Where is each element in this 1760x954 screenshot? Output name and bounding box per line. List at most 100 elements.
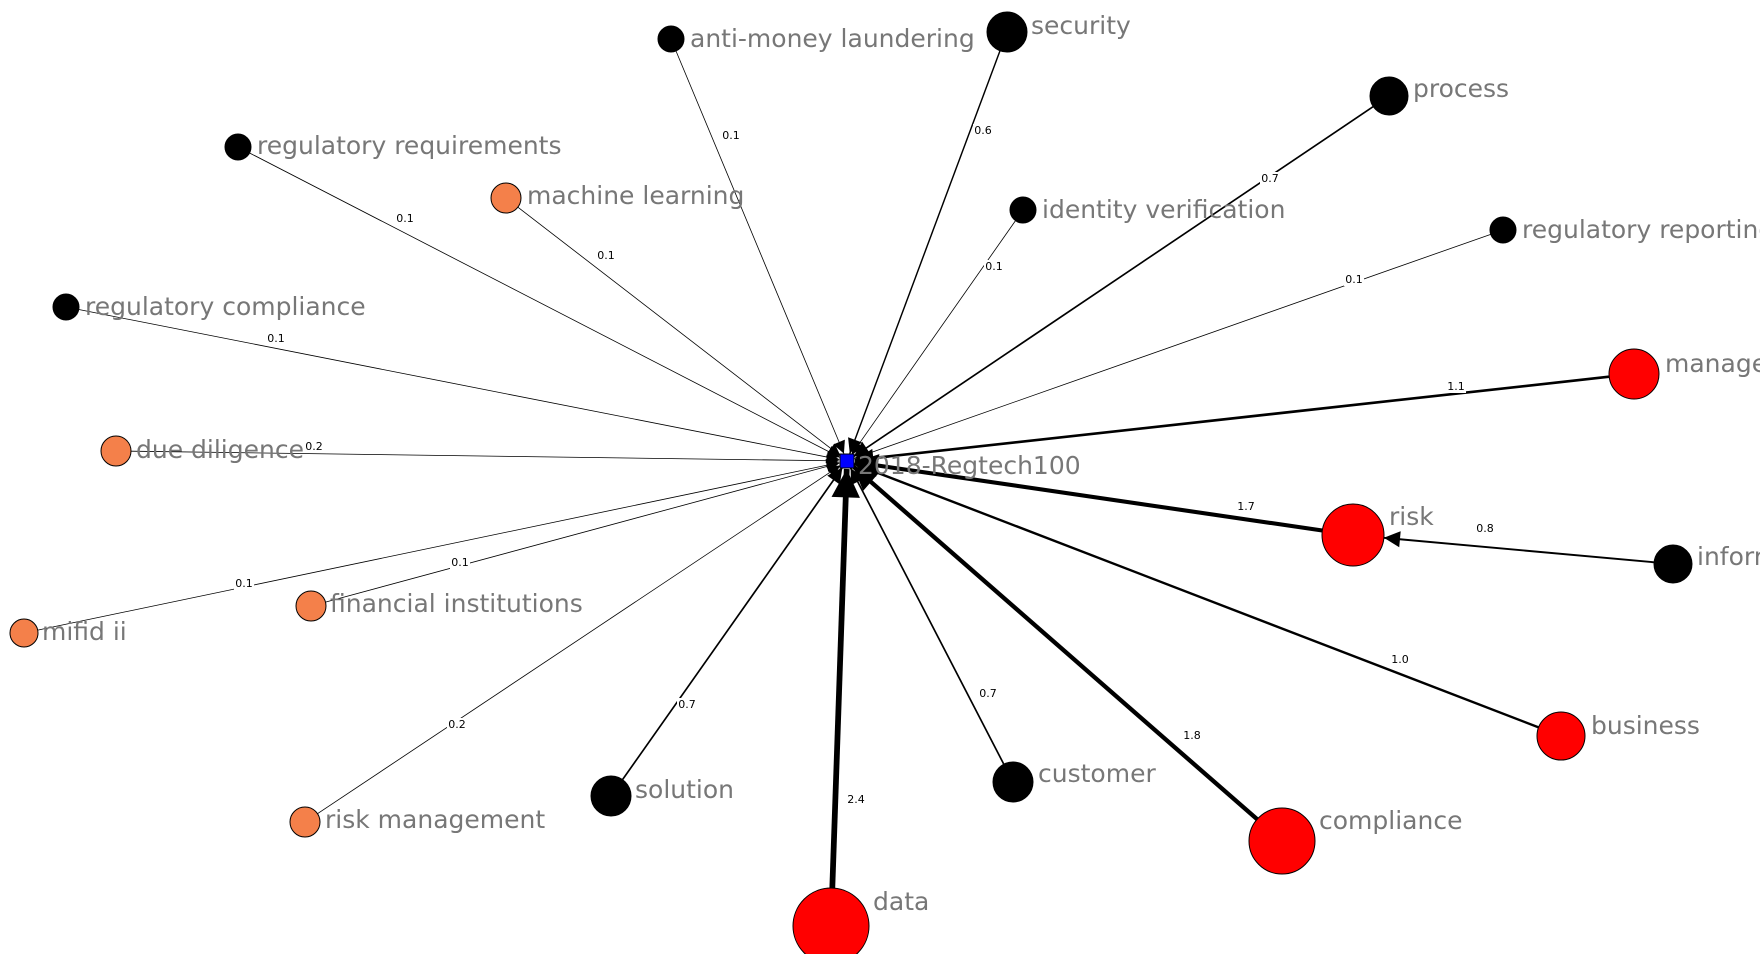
edge-weight-bg: [1182, 729, 1202, 742]
node-process[interactable]: process: [1369, 74, 1509, 116]
edge-weight-bg: [984, 260, 1004, 273]
node-circle-information[interactable]: [1653, 544, 1693, 584]
node-identity-verification[interactable]: identity verification: [1009, 195, 1285, 224]
node-circle-customer[interactable]: [992, 761, 1034, 803]
node-regulatory-compliance[interactable]: regulatory compliance: [52, 292, 366, 321]
node-circle-regulatory-compliance[interactable]: [52, 293, 80, 321]
node-circle-mifid-ii[interactable]: [9, 618, 39, 648]
node-circle-anti-money-laundering[interactable]: [657, 25, 685, 53]
edge-weight-bg: [395, 212, 415, 225]
edge-weight-label: 0.6: [974, 124, 992, 137]
edge-weight-label: 0.1: [267, 332, 285, 345]
node-compliance[interactable]: compliance: [1248, 806, 1462, 875]
node-anti-money-laundering[interactable]: anti-money laundering: [657, 24, 975, 53]
edge-weight-bg: [234, 577, 254, 590]
arrowhead-anti-money-laundering-to-hub: [833, 439, 845, 454]
node-label-due-diligence: due diligence: [136, 435, 304, 464]
node-risk-management[interactable]: risk management: [289, 805, 545, 838]
node-circle-due-diligence[interactable]: [100, 435, 132, 467]
node-regulatory-reporting[interactable]: regulatory reporting: [1489, 215, 1760, 244]
edge-weight-bg: [1344, 273, 1364, 286]
node-circle-risk-management[interactable]: [289, 806, 321, 838]
node-risk[interactable]: risk: [1321, 502, 1434, 567]
edges-layer: [37, 50, 1655, 889]
node-label-identity-verification: identity verification: [1042, 195, 1285, 224]
node-label-regulatory-compliance: regulatory compliance: [85, 292, 366, 321]
edge-weight-bg: [447, 718, 467, 731]
node-circle-machine-learning[interactable]: [490, 182, 522, 214]
node-label-regulatory-reporting: regulatory reporting: [1522, 215, 1760, 244]
edge-weight-label: 1.8: [1183, 729, 1201, 742]
node-label-risk: risk: [1389, 502, 1434, 531]
arrowhead-risk-management-to-hub: [826, 465, 841, 478]
node-circle-data[interactable]: [792, 887, 870, 954]
node-label-business: business: [1591, 711, 1700, 740]
node-label-solution: solution: [635, 775, 734, 804]
edge-weight-bg: [846, 793, 866, 806]
edge-information-to-risk: [1383, 536, 1655, 564]
node-label-information: inforr: [1697, 542, 1760, 571]
edge-weight-bg: [1260, 172, 1280, 185]
hub-node[interactable]: [839, 453, 855, 469]
edge-weight-label: 1.7: [1237, 500, 1255, 513]
node-circle-regulatory-reporting[interactable]: [1489, 216, 1517, 244]
node-information[interactable]: inforr: [1653, 542, 1760, 584]
node-circle-security[interactable]: [986, 11, 1028, 53]
node-management[interactable]: manage: [1608, 348, 1760, 400]
edge-process-to-hub: [853, 105, 1374, 458]
edge-mifid-ii-to-hub: [37, 462, 840, 631]
node-data[interactable]: data: [792, 887, 929, 954]
node-label-compliance: compliance: [1319, 806, 1462, 835]
node-security[interactable]: security: [986, 11, 1131, 53]
node-circle-management[interactable]: [1608, 348, 1660, 400]
edge-regulatory-requirements-to-hub: [249, 152, 841, 458]
node-label-customer: customer: [1038, 759, 1156, 788]
node-due-diligence[interactable]: due diligence: [100, 435, 304, 467]
node-regulatory-requirements[interactable]: regulatory requirements: [224, 131, 562, 161]
node-circle-business[interactable]: [1536, 711, 1586, 761]
edge-weight-label: 0.1: [396, 212, 414, 225]
edge-machine-learning-to-hub: [517, 206, 841, 457]
node-circle-risk[interactable]: [1321, 503, 1385, 567]
edge-weight-bg: [978, 687, 998, 700]
edge-weight-label: 0.1: [722, 129, 740, 142]
edge-weight-bg: [721, 129, 741, 142]
edge-due-diligence-to-hub: [130, 450, 840, 462]
edge-security-to-hub: [849, 50, 1001, 454]
node-solution[interactable]: solution: [590, 775, 734, 817]
edge-risk-management-to-hub: [317, 465, 841, 815]
edge-weight-label: 0.7: [678, 698, 696, 711]
node-label-risk-management: risk management: [325, 805, 545, 834]
node-label-regulatory-requirements: regulatory requirements: [257, 131, 562, 160]
edge-weight-bg: [304, 440, 324, 453]
node-circle-solution[interactable]: [590, 775, 632, 817]
nodes-layer: anti-money laundering security process regu…: [9, 11, 1760, 954]
edge-anti-money-laundering-to-hub: [675, 50, 845, 454]
node-circle-process[interactable]: [1369, 76, 1409, 116]
edge-weight-bg: [596, 249, 616, 262]
edge-weight-bg: [1475, 522, 1495, 535]
edge-weight-label: 0.7: [979, 687, 997, 700]
node-financial-institutions[interactable]: financial institutions: [295, 589, 583, 622]
node-business[interactable]: business: [1536, 711, 1700, 761]
node-machine-learning[interactable]: machine learning: [490, 181, 744, 214]
edge-solution-to-hub: [621, 467, 844, 781]
edge-weight-label: 0.2: [448, 718, 466, 731]
edge-weight-bg: [973, 124, 993, 137]
edge-weight-label: 0.8: [1476, 522, 1494, 535]
node-customer[interactable]: customer: [992, 759, 1156, 803]
node-label-security: security: [1031, 11, 1131, 40]
edge-identity-verification-to-hub: [851, 220, 1016, 455]
node-circle-identity-verification[interactable]: [1009, 196, 1037, 224]
edge-weight-bg: [1390, 653, 1410, 666]
node-mifid-ii[interactable]: mifid ii: [9, 617, 127, 648]
edge-weight-label: 0.1: [985, 260, 1003, 273]
node-circle-compliance[interactable]: [1248, 807, 1316, 875]
node-label-machine-learning: machine learning: [527, 181, 744, 210]
edge-weight-label: 1.1: [1447, 380, 1465, 393]
node-circle-financial-institutions[interactable]: [295, 590, 327, 622]
node-circle-regulatory-requirements[interactable]: [224, 133, 252, 161]
edge-weight-bg: [450, 556, 470, 569]
edge-weight-label: 0.2: [305, 440, 323, 453]
edge-weight-label: 1.0: [1391, 653, 1409, 666]
